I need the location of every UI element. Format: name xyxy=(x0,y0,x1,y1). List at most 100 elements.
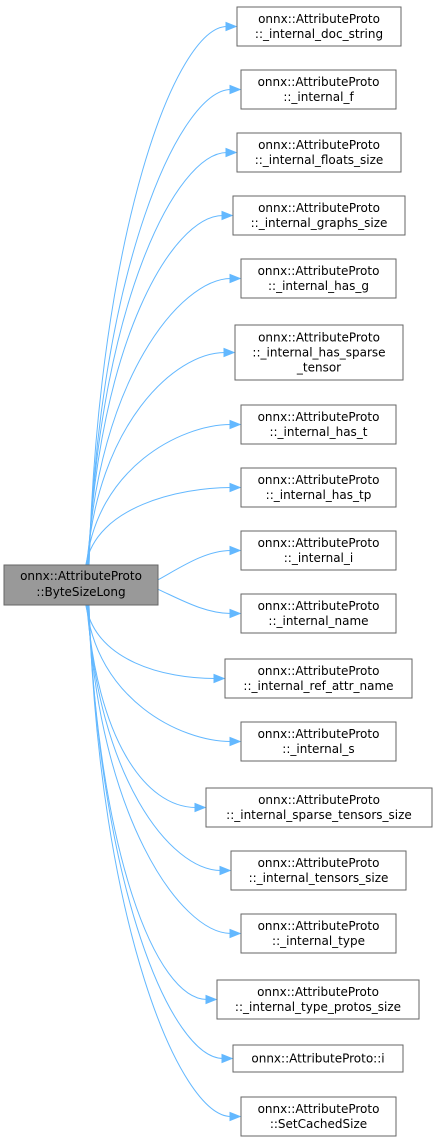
callee-node-11[interactable]: onnx::AttributeProto::_internal_ref_attr… xyxy=(224,658,413,699)
callee-node-label-line-1: onnx::AttributeProto xyxy=(258,331,380,345)
call-edge-arrowhead xyxy=(229,545,242,556)
callee-node-box xyxy=(236,6,402,47)
callee-node-10[interactable]: onnx::AttributeProto::_internal_name xyxy=(240,593,397,634)
call-edge-arrowhead xyxy=(229,84,242,95)
callee-node-4[interactable]: onnx::AttributeProto::_internal_graphs_s… xyxy=(232,195,406,236)
call-edge-9 xyxy=(157,550,232,581)
call-edge-arrowhead xyxy=(225,147,238,158)
call-edge-4 xyxy=(87,215,224,566)
callee-node-label-line-1: onnx::AttributeProto xyxy=(258,536,380,550)
callee-node-9[interactable]: onnx::AttributeProto::_internal_i xyxy=(240,530,397,571)
call-edge-2 xyxy=(88,89,232,566)
callee-node-box xyxy=(224,658,413,699)
call-edge-3 xyxy=(88,152,228,566)
callee-node-label-line-2: ::_internal_has_t xyxy=(269,425,367,439)
root-node-label-line-2: ::ByteSizeLong xyxy=(36,585,125,599)
callee-node-box xyxy=(240,467,397,508)
callee-node-label-line-1: onnx::AttributeProto xyxy=(258,793,380,807)
callee-node-label-line-2: ::_internal_graphs_size xyxy=(251,216,388,230)
call-edge-15 xyxy=(87,604,232,934)
call-edge-arrowhead xyxy=(219,865,232,876)
callee-node-label-line-2: ::_internal_tensors_size xyxy=(249,871,389,885)
callee-node-15[interactable]: onnx::AttributeProto::_internal_type xyxy=(240,913,397,954)
callee-node-label-line-2: ::_internal_has_sparse xyxy=(252,346,385,360)
call-edge-13 xyxy=(86,604,197,808)
callee-node-13[interactable]: onnx::AttributeProto::_internal_sparse_t… xyxy=(205,787,433,828)
callee-node-label-line-2: ::SetCachedSize xyxy=(270,1117,367,1131)
callee-node-label-line-2: ::_internal_ref_attr_name xyxy=(243,679,393,693)
callee-node-label-line-1: onnx::AttributeProto::i xyxy=(251,1052,384,1066)
callee-node-label-line-1: onnx::AttributeProto xyxy=(258,473,380,487)
callee-node-label-line-2: ::_internal_doc_string xyxy=(255,27,383,41)
call-edge-12 xyxy=(85,604,232,742)
root-node-label-line-1: onnx::AttributeProto xyxy=(20,569,142,583)
callee-node-14[interactable]: onnx::AttributeProto::_internal_tensors_… xyxy=(230,850,407,891)
call-edge-1 xyxy=(88,26,228,566)
callee-node-17[interactable]: onnx::AttributeProto::i xyxy=(232,1044,404,1073)
call-edge-7 xyxy=(85,424,232,566)
call-edge-5 xyxy=(87,278,232,566)
callee-node-box xyxy=(240,69,397,110)
callee-node-label-line-1: onnx::AttributeProto xyxy=(257,985,379,999)
callee-node-label-line-2: ::_internal_type_protos_size xyxy=(235,1000,401,1014)
callee-node-3[interactable]: onnx::AttributeProto::_internal_floats_s… xyxy=(236,132,402,173)
callee-node-box xyxy=(232,1044,404,1073)
callee-node-box xyxy=(240,258,397,299)
callee-node-box xyxy=(216,979,420,1020)
callee-node-label-line-1: onnx::AttributeProto xyxy=(258,201,380,215)
call-edge-8 xyxy=(85,487,232,566)
callee-node-8[interactable]: onnx::AttributeProto::_internal_has_tp xyxy=(240,467,397,508)
callee-node-box xyxy=(234,324,404,381)
callee-node-label-line-3: _tensor xyxy=(296,361,341,375)
callee-node-box xyxy=(205,787,433,828)
callee-node-12[interactable]: onnx::AttributeProto::_internal_s xyxy=(240,721,397,762)
call-edge-14 xyxy=(86,604,222,871)
callee-node-7[interactable]: onnx::AttributeProto::_internal_has_t xyxy=(240,404,397,445)
callee-node-box xyxy=(232,195,406,236)
callee-node-16[interactable]: onnx::AttributeProto::_internal_type_pro… xyxy=(216,979,420,1020)
call-edge-17 xyxy=(88,604,224,1059)
callee-node-label-line-1: onnx::AttributeProto xyxy=(258,599,380,613)
callee-node-18[interactable]: onnx::AttributeProto::SetCachedSize xyxy=(240,1096,397,1137)
call-edge-18 xyxy=(88,604,232,1117)
call-edge-arrowhead xyxy=(229,608,242,619)
callee-node-label-line-2: ::_internal_s xyxy=(282,742,354,756)
callee-node-box xyxy=(236,132,402,173)
callee-node-label-line-2: ::_internal_has_g xyxy=(268,279,369,293)
callee-node-2[interactable]: onnx::AttributeProto::_internal_f xyxy=(240,69,397,110)
callee-node-label-line-1: onnx::AttributeProto xyxy=(258,856,380,870)
call-edge-arrowhead xyxy=(194,802,207,813)
call-edge-arrowhead xyxy=(223,347,236,358)
callee-node-label-line-1: onnx::AttributeProto xyxy=(258,1102,380,1116)
callee-node-box xyxy=(240,593,397,634)
root-node-box xyxy=(3,564,159,606)
callee-node-1[interactable]: onnx::AttributeProto::_internal_doc_stri… xyxy=(236,6,402,47)
callee-node-5[interactable]: onnx::AttributeProto::_internal_has_g xyxy=(240,258,397,299)
callee-node-label-line-1: onnx::AttributeProto xyxy=(258,12,380,26)
call-edge-arrowhead xyxy=(229,482,242,493)
call-edge-arrowhead xyxy=(221,1053,234,1064)
callee-node-label-line-1: onnx::AttributeProto xyxy=(258,410,380,424)
call-edge-arrowhead xyxy=(229,419,242,430)
call-edge-11 xyxy=(85,604,216,679)
call-edge-arrowhead xyxy=(225,21,238,32)
callee-node-label-line-1: onnx::AttributeProto xyxy=(258,919,380,933)
call-edge-arrowhead xyxy=(205,994,218,1005)
callee-node-label-line-1: onnx::AttributeProto xyxy=(258,138,380,152)
call-edge-16 xyxy=(87,604,208,1000)
callee-node-6[interactable]: onnx::AttributeProto::_internal_has_spar… xyxy=(234,324,404,381)
callee-node-label-line-1: onnx::AttributeProto xyxy=(258,264,380,278)
call-edge-arrowhead xyxy=(229,1111,242,1122)
callee-node-box xyxy=(240,721,397,762)
call-edges xyxy=(85,21,242,1122)
callee-node-label-line-2: ::_internal_sparse_tensors_size xyxy=(226,808,412,822)
callee-node-box xyxy=(240,913,397,954)
callee-node-box xyxy=(240,1096,397,1137)
call-edge-arrowhead xyxy=(229,736,242,747)
call-edge-arrowhead xyxy=(221,210,234,221)
callee-node-label-line-2: ::_internal_f xyxy=(283,90,354,104)
callee-node-box xyxy=(240,404,397,445)
callee-node-label-line-2: ::_internal_has_tp xyxy=(266,488,372,502)
callee-node-label-line-2: ::_internal_floats_size xyxy=(255,153,384,167)
root-node[interactable]: onnx::AttributeProto ::ByteSizeLong xyxy=(3,564,159,606)
